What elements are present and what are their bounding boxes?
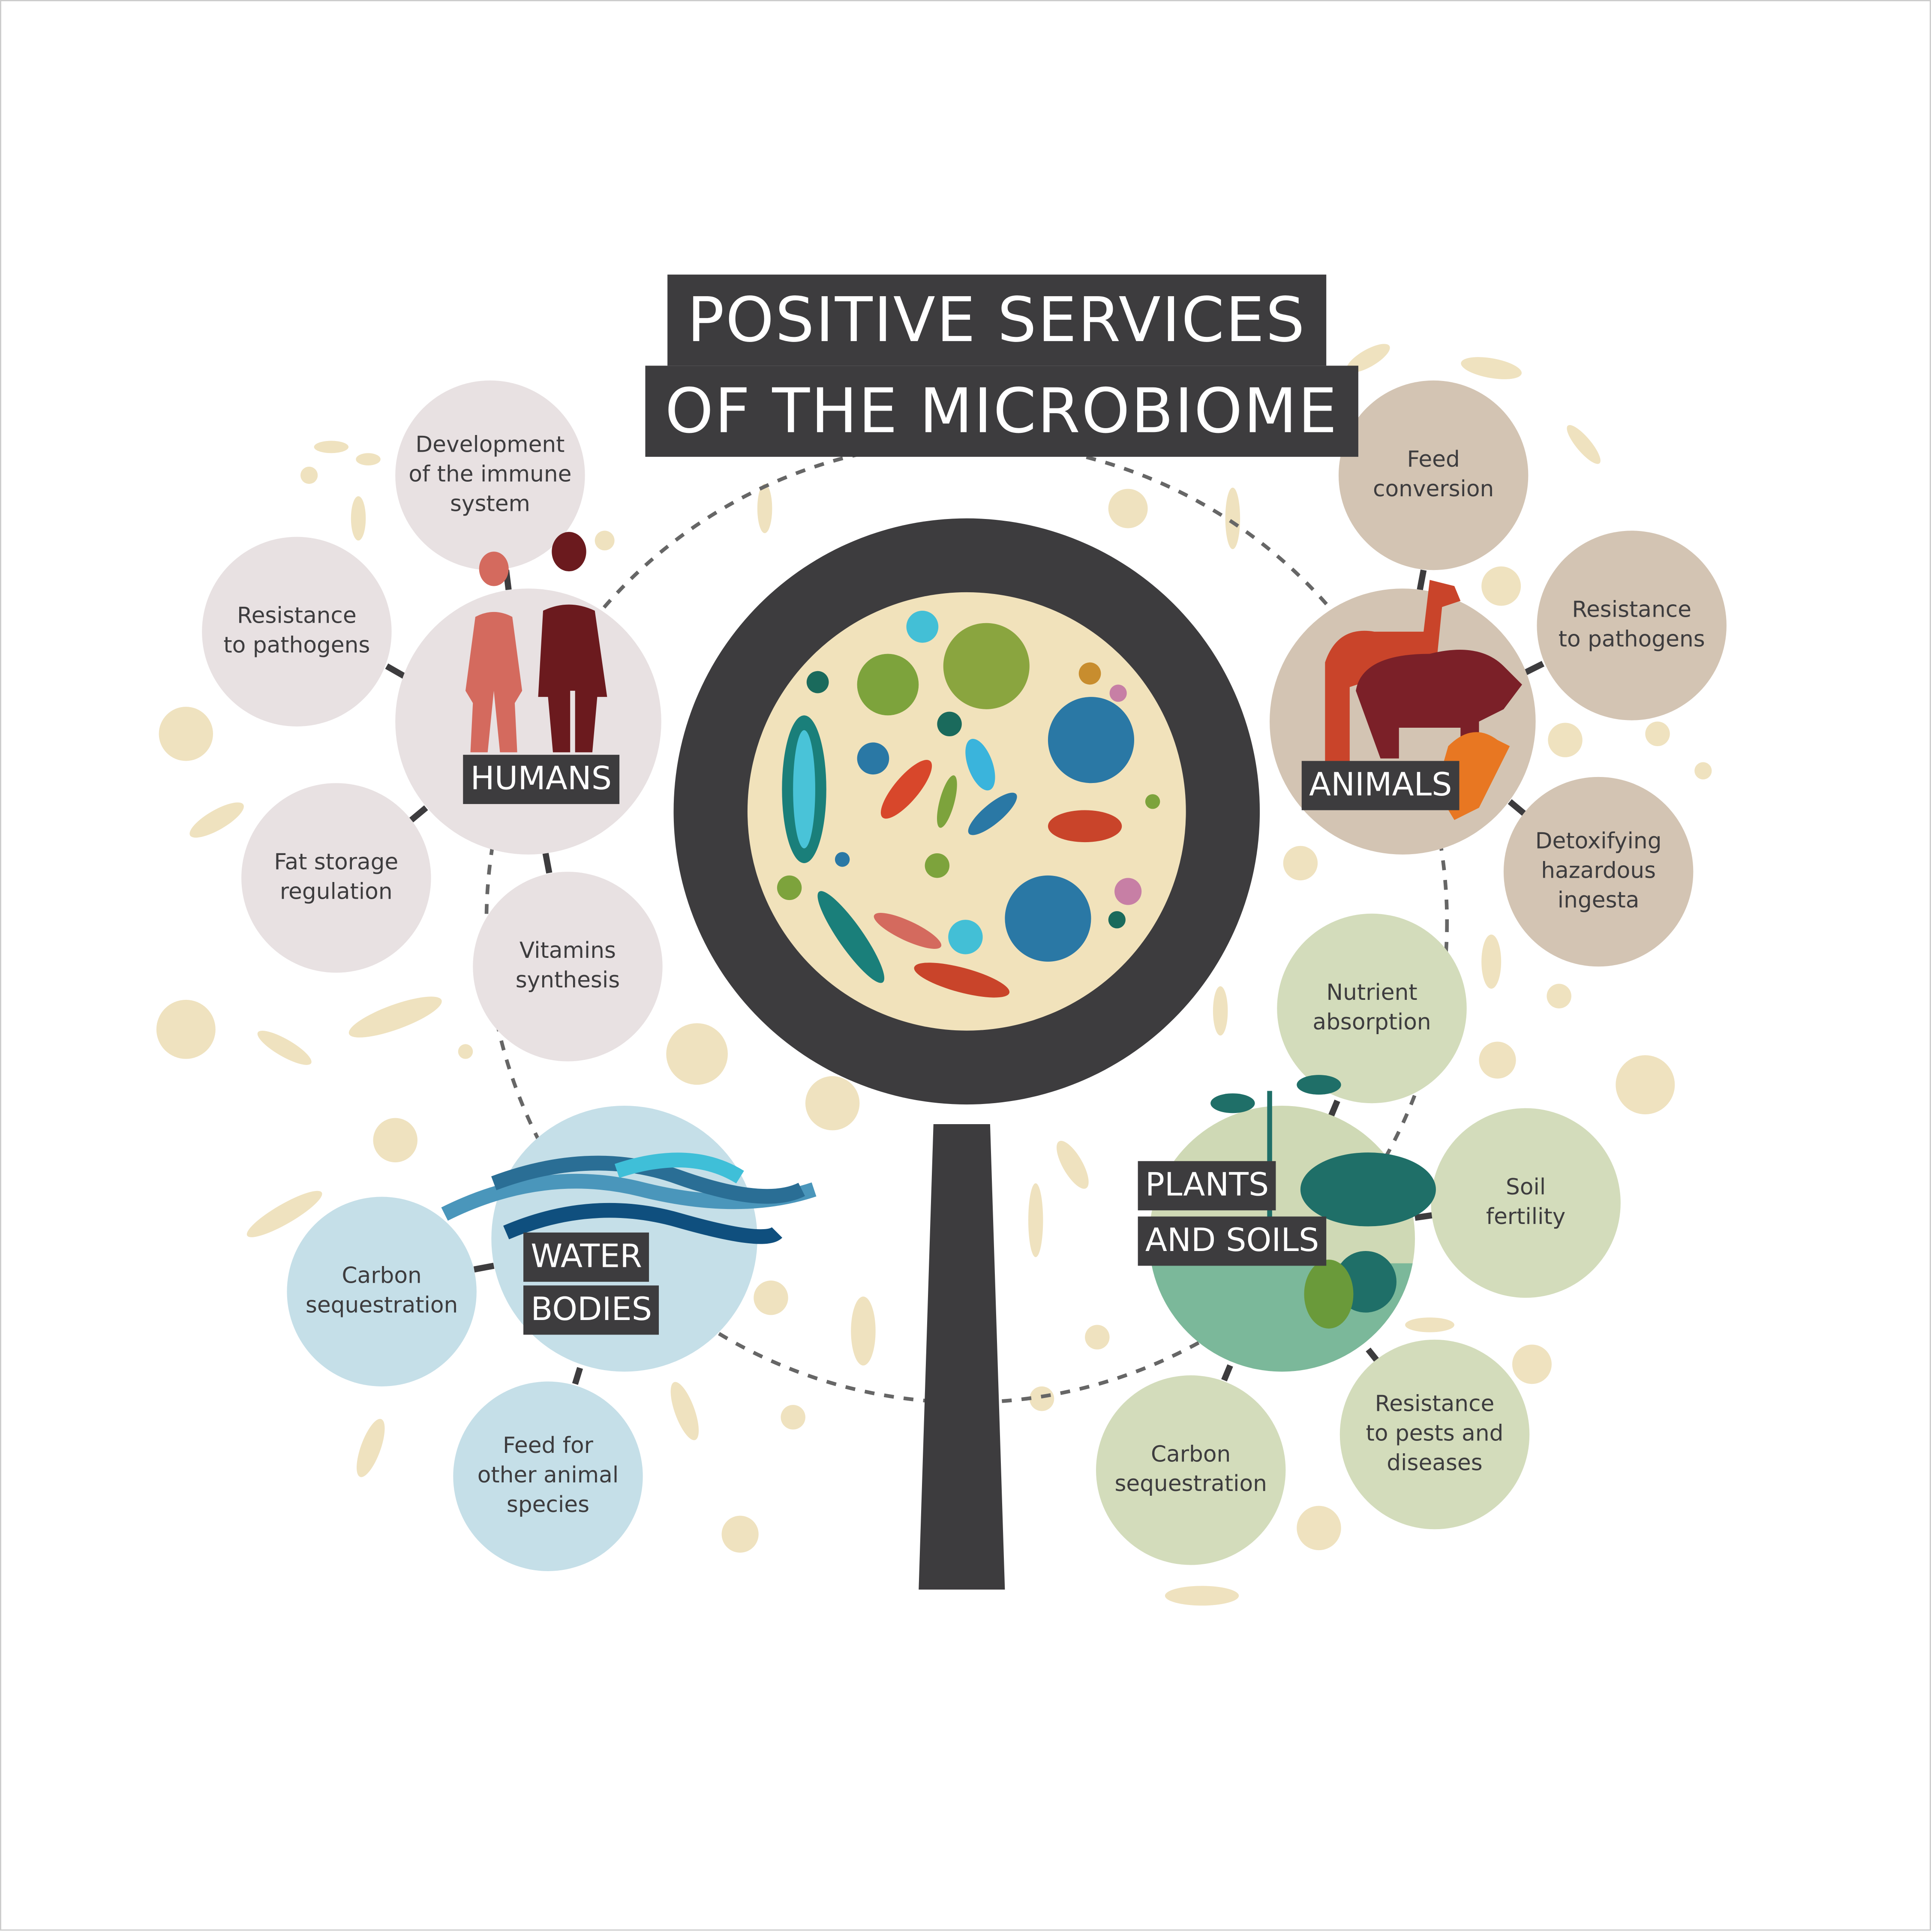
plants-graphic: [1210, 1075, 1436, 1329]
service-soil-fertility: Soil fertility: [1486, 1174, 1566, 1230]
humans-circle: [395, 588, 661, 855]
human-silhouettes: [465, 532, 607, 753]
service-immune-development: Development of the immune system: [408, 432, 572, 517]
service-fat-storage: Fat storage regulation: [274, 849, 399, 905]
service-vitamins: Vitamins synthesis: [515, 938, 620, 994]
plants-label: PLANTS: [1138, 1161, 1276, 1211]
water-service-circles: [287, 1197, 643, 1571]
service-animal-pathogen-resistance: Resistance to pathogens: [1558, 597, 1705, 653]
lens-microbes: [777, 611, 1160, 998]
animal-service-circles: [1338, 380, 1727, 967]
background-microbes: [156, 344, 1712, 1606]
title-line-1: POSITIVE SERVICES: [667, 274, 1326, 366]
connectors: [385, 569, 1545, 1385]
water-waves: [441, 1152, 817, 1244]
service-human-pathogen-resistance: Resistance to pathogens: [223, 603, 370, 659]
service-feed-conversion: Feed conversion: [1373, 447, 1494, 503]
magnifier-handle: [919, 1124, 1005, 1590]
service-nutrient-absorption: Nutrient absorption: [1312, 980, 1431, 1036]
service-plant-carbon-sequestration: Carbon sequestration: [1114, 1442, 1267, 1497]
service-detoxifying: Detoxifying hazardous ingesta: [1535, 828, 1662, 914]
animal-silhouettes: [1325, 580, 1523, 820]
human-service-circles: [202, 380, 663, 1062]
title-line-2: OF THE MICROBIOME: [645, 366, 1358, 457]
water-label: WATER: [523, 1232, 650, 1282]
humans-label: HUMANS: [463, 755, 619, 804]
bodies-label: BODIES: [523, 1285, 660, 1335]
animals-label: ANIMALS: [1301, 761, 1460, 810]
soils-label: AND SOILS: [1138, 1216, 1327, 1266]
service-pest-resistance: Resistance to pests and diseases: [1366, 1391, 1504, 1476]
service-water-carbon-sequestration: Carbon sequestration: [305, 1263, 458, 1319]
plant-service-circles: [1096, 913, 1621, 1565]
service-feed-other-species: Feed for other animal species: [477, 1433, 619, 1518]
